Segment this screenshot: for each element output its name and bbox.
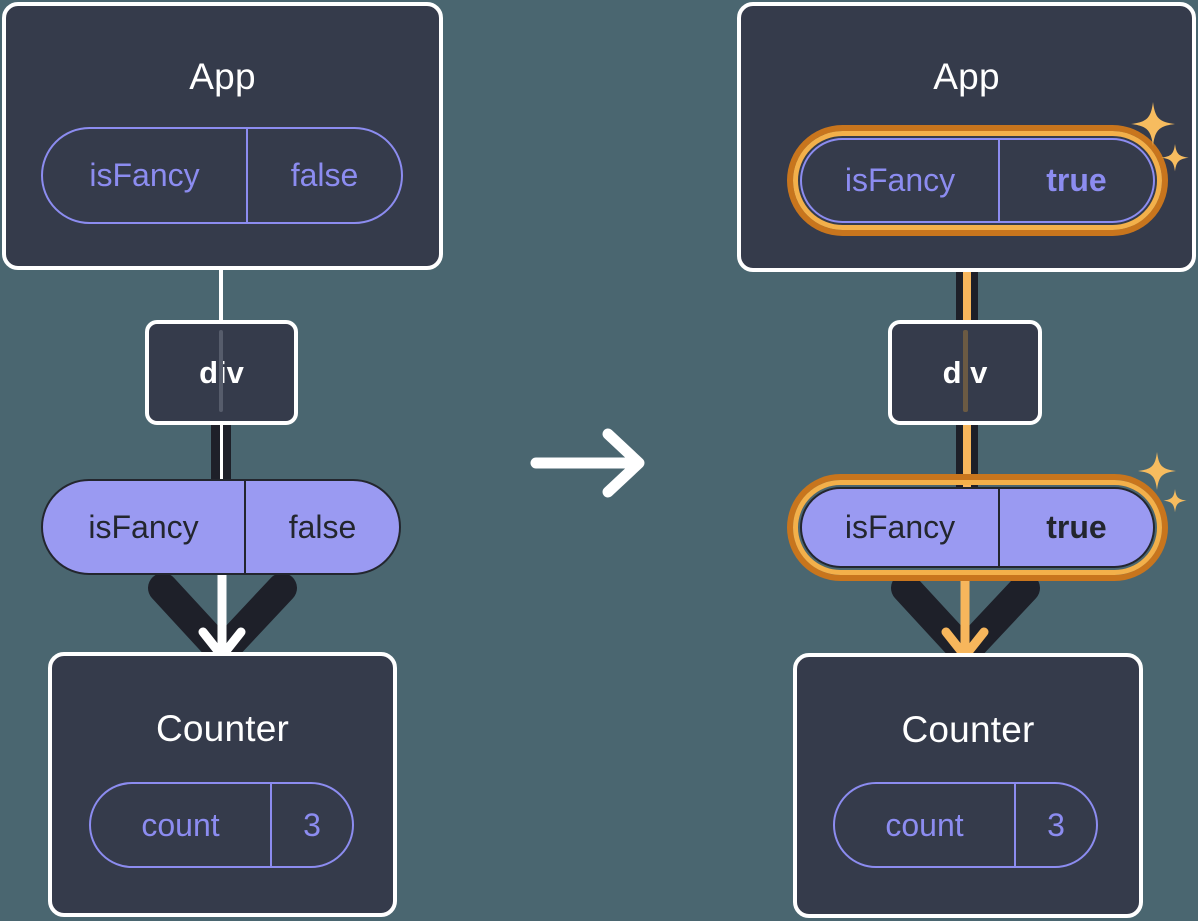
connector-through-div-before [219,330,223,412]
state-pill-app-before[interactable]: isFancy false [41,127,403,224]
state-pill-value: false [246,129,401,222]
prop-pill-after[interactable]: isFancy true [800,487,1155,568]
state-pill-key: isFancy [89,157,200,193]
prop-pill-key: isFancy [88,508,199,545]
prop-pill-before[interactable]: isFancy false [41,479,401,575]
connector-through-div-after [963,330,968,412]
panel-counter-title-before: Counter [155,708,290,749]
state-pill-key: count [885,806,964,843]
sparkle-large-icon [1138,452,1176,490]
panel-app-after: App [737,2,1196,272]
state-pill-value: 3 [1014,784,1096,866]
connector-core [963,418,971,490]
panel-app-title-before: App [189,56,256,97]
transition-arrow [530,428,650,498]
prop-pill-value: true [998,489,1153,566]
prop-pill-value: false [244,481,399,573]
connector-core [219,418,223,490]
panel-app-title-after: App [933,56,1000,97]
panel-counter-title-after: Counter [901,709,1035,750]
connector-div-to-prop-after [956,418,978,490]
state-pill-value: true [998,140,1153,221]
state-pill-counter-before[interactable]: count 3 [89,782,354,868]
arrow-right-icon [530,428,645,498]
connector-core [963,225,971,325]
connector-app-to-div-before [219,268,223,324]
connector-div-to-prop-before [211,418,231,490]
state-pill-value: 3 [270,784,352,866]
state-pill-counter-after[interactable]: count 3 [833,782,1098,868]
prop-pill-key: isFancy [844,509,956,545]
sparkle-small-icon [1163,489,1187,513]
state-pill-app-after[interactable]: isFancy true [800,138,1155,223]
state-pill-key: isFancy [844,162,956,198]
state-pill-key: count [141,806,220,843]
